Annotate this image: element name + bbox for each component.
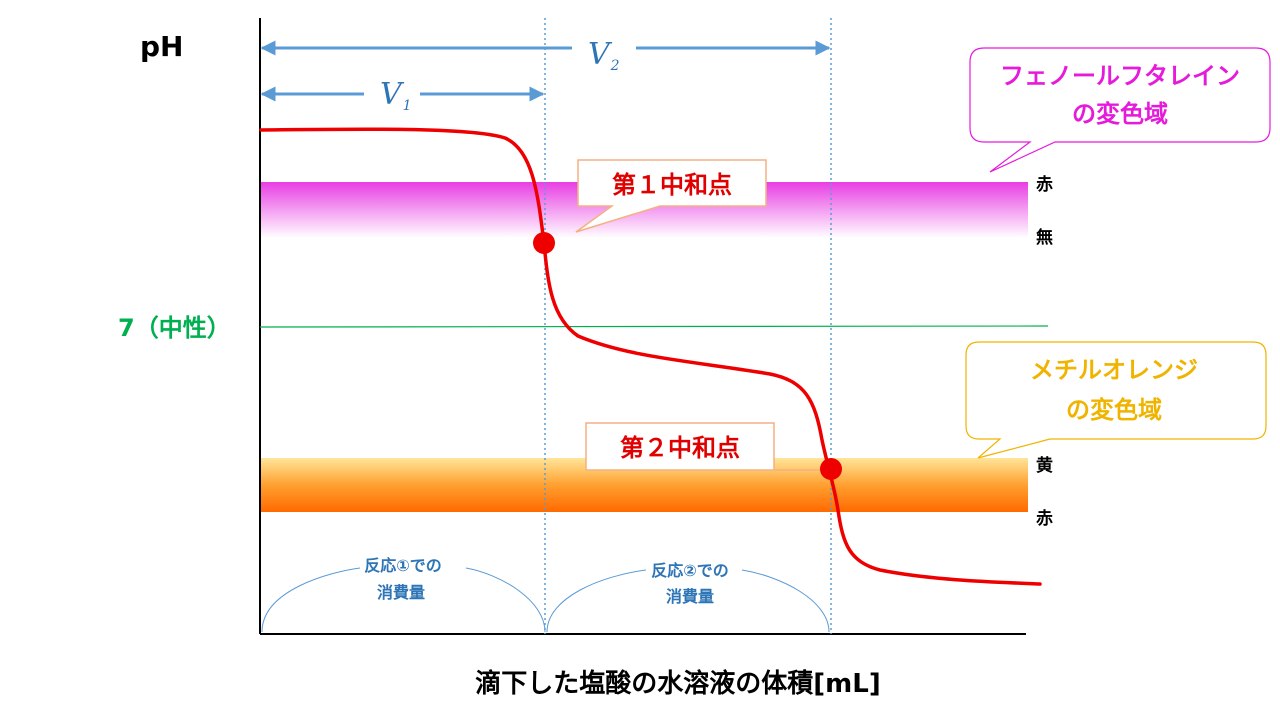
methyl-orange-subtitle: の変色域 <box>1066 396 1162 424</box>
neutral-line <box>259 325 1049 328</box>
reaction2-consumption-line1: 反応②での <box>651 561 729 580</box>
phenolphthalein-subtitle: の変色域 <box>1072 100 1168 128</box>
reaction1-brace <box>261 567 546 633</box>
first-neutralization-point <box>533 232 555 254</box>
y-axis-label: pH <box>140 30 183 63</box>
second-point-callout <box>585 422 820 471</box>
methyl-orange-callout <box>965 341 1267 459</box>
first-point-callout <box>575 159 767 233</box>
methyl-orange-title: メチルオレンジ <box>1030 356 1198 384</box>
reaction1-consumption-line1: 反応①での <box>364 556 442 575</box>
phenolphthalein-color-bottom: 無 <box>1036 227 1053 248</box>
methyl-orange-color-bottom: 赤 <box>1036 508 1053 529</box>
phenolphthalein-title: フェノールフタレイン <box>1000 62 1240 90</box>
phenolphthalein-callout <box>969 47 1271 173</box>
first-point-label: 第１中和点 <box>612 171 732 199</box>
second-point-label: 第２中和点 <box>620 434 740 462</box>
methyl-orange-color-top: 黄 <box>1036 455 1053 476</box>
second-neutralization-point <box>820 458 842 480</box>
x-axis-label: 滴下した塩酸の水溶液の体積[mL] <box>475 668 880 699</box>
v2-label: V2 <box>588 37 620 74</box>
reaction2-brace <box>546 569 830 633</box>
phenolphthalein-color-top: 赤 <box>1036 174 1053 195</box>
reaction1-consumption-line2: 消費量 <box>377 583 425 602</box>
titration-curve <box>259 127 1042 586</box>
v1-label: V1 <box>380 77 412 114</box>
neutral-label: 7（中性） <box>118 314 231 342</box>
reaction2-consumption-line2: 消費量 <box>666 587 714 606</box>
